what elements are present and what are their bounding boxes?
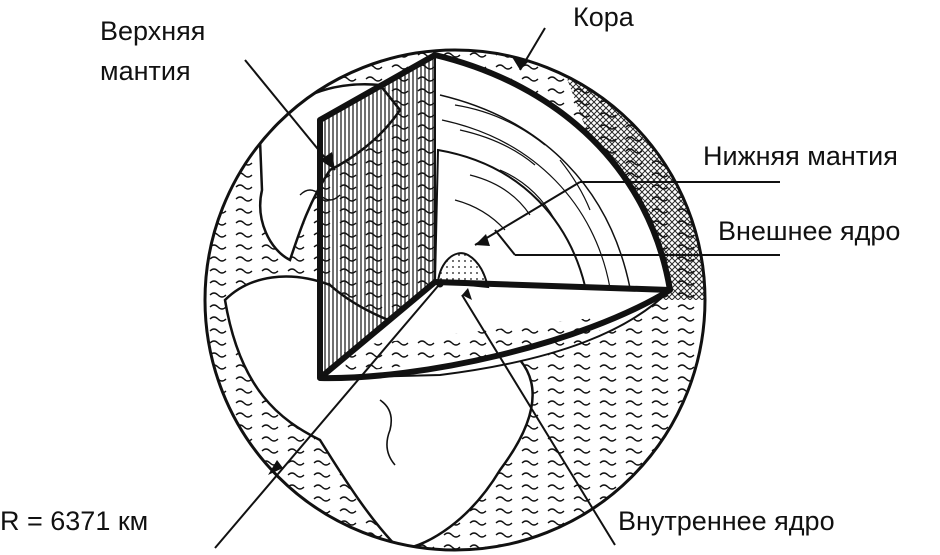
inner-core bbox=[436, 252, 490, 289]
lower-mantle-label: Нижняя мантия bbox=[703, 141, 898, 171]
outer-core-label: Внешнее ядро bbox=[718, 216, 901, 246]
globe-outline bbox=[203, 48, 707, 552]
arrow-upper-mantle bbox=[320, 152, 335, 170]
arrow-crust bbox=[512, 57, 530, 70]
inner-core-label: Внутреннее ядро bbox=[618, 506, 835, 536]
arrow-inner-core bbox=[462, 288, 472, 300]
arrow-lower-mantle bbox=[475, 234, 490, 246]
inner-core-leader bbox=[461, 294, 616, 546]
crust-outline bbox=[317, 52, 673, 381]
outer-core-boundary bbox=[433, 148, 587, 288]
crust-label: Кора bbox=[573, 2, 634, 32]
leader-lines bbox=[214, 27, 780, 549]
radius-label: R = 6371 км bbox=[0, 506, 149, 536]
lower-mantle-layer bbox=[439, 94, 631, 289]
upper-mantle-leader bbox=[244, 59, 336, 171]
arrow-radius bbox=[268, 460, 283, 475]
cutaway-wedge bbox=[317, 52, 673, 382]
upper-mantle-label-line2: мантия bbox=[100, 56, 191, 86]
upper-mantle-label-line1: Верхняя bbox=[100, 16, 206, 46]
radius-leader bbox=[214, 285, 439, 549]
arrow-heads bbox=[268, 57, 530, 475]
